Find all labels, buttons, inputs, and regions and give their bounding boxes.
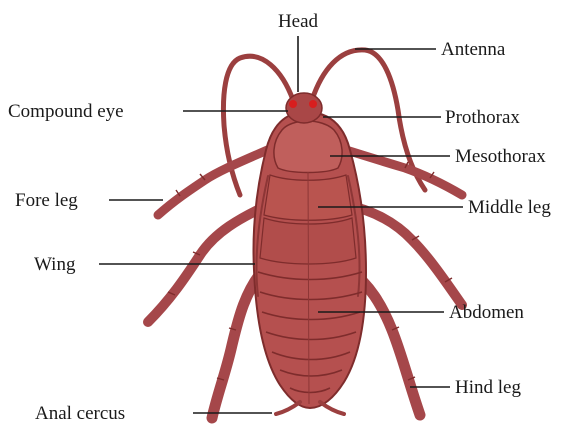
compound-eye-left xyxy=(289,100,297,108)
fore-leg-left xyxy=(158,148,272,215)
label-mesothorax: Mesothorax xyxy=(455,146,546,167)
label-anal-cercus: Anal cercus xyxy=(35,403,125,424)
anal-cercus-left xyxy=(276,402,300,414)
label-head: Head xyxy=(278,11,319,32)
compound-eye-right xyxy=(309,100,317,108)
label-antenna: Antenna xyxy=(441,39,506,60)
label-middle-leg: Middle leg xyxy=(468,197,551,218)
label-compound-eye: Compound eye xyxy=(8,101,124,122)
head-shape xyxy=(286,93,322,123)
label-abdomen: Abdomen xyxy=(449,302,524,323)
anal-cercus-right xyxy=(320,402,344,414)
label-fore-leg: Fore leg xyxy=(15,190,78,211)
label-hind-leg: Hind leg xyxy=(455,377,521,398)
cockroach-body xyxy=(254,93,367,414)
label-prothorax: Prothorax xyxy=(445,107,520,128)
label-wing: Wing xyxy=(34,254,76,275)
prothorax-shield xyxy=(274,121,342,173)
